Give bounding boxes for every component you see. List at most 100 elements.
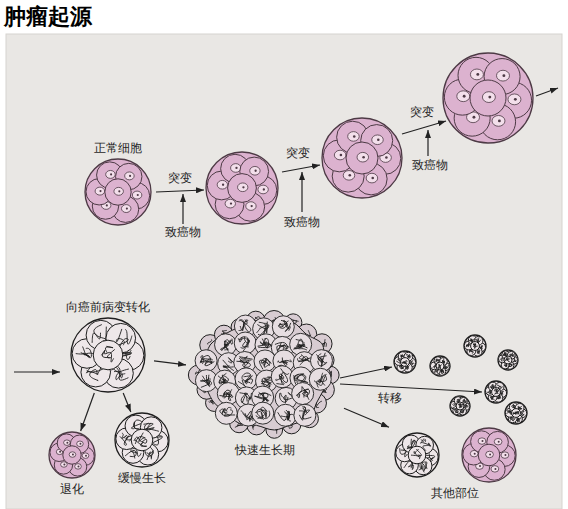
- nucleolus: [489, 453, 491, 455]
- cell-nucleus: [482, 92, 495, 103]
- cell-cluster: [71, 318, 145, 392]
- cell-cluster: [394, 351, 416, 373]
- nucleolus: [385, 156, 388, 159]
- chromatin-scribble: [134, 437, 147, 443]
- arrow: [340, 367, 392, 378]
- title: 肿瘤起源: [4, 3, 92, 31]
- chromatin-scribble: [259, 360, 268, 369]
- chromatin-scribble: [287, 411, 291, 421]
- nucleolus: [498, 441, 500, 443]
- nucleolus: [118, 190, 120, 192]
- arrow: [536, 88, 558, 96]
- cells: [395, 428, 516, 482]
- nucleolus: [353, 135, 356, 138]
- regression-node: 退化: [44, 431, 100, 497]
- tumor-cell: [234, 332, 256, 354]
- cell-nucleus: [486, 451, 494, 457]
- chromatin-scribble: [258, 407, 268, 418]
- chromatin-scribble: [144, 423, 154, 430]
- chromatin-scribble: [495, 390, 499, 394]
- arrow: [340, 384, 482, 392]
- nucleolus: [263, 188, 265, 190]
- nucleolus: [362, 156, 365, 159]
- cell-cluster: [395, 433, 439, 477]
- nucleolus: [482, 440, 484, 442]
- nucleolus: [498, 119, 501, 122]
- cell: [228, 174, 257, 203]
- tumor-cell: [274, 404, 296, 426]
- cell-nucleus: [343, 171, 355, 181]
- chromatin-scribble: [506, 411, 511, 415]
- chromatin-scribble: [101, 350, 113, 362]
- cell-nucleus: [82, 453, 89, 459]
- chromatin-scribble: [257, 322, 268, 334]
- nucleolus: [340, 154, 343, 157]
- chromatin-scribble: [508, 358, 510, 362]
- carcinogen-label: 致癌物: [165, 225, 201, 239]
- chromatin-scribble: [469, 340, 473, 342]
- connector-arrow: [344, 408, 389, 427]
- nucleolus: [63, 463, 65, 465]
- carcinogen-label: 致癌物: [284, 215, 320, 229]
- cell-nucleus: [250, 166, 260, 175]
- chromatin-scribble: [278, 320, 287, 328]
- node-label: 快速生长期: [186, 442, 344, 458]
- panel-ground: [6, 34, 562, 509]
- cell-nucleus: [64, 440, 71, 446]
- cell-nucleus: [69, 452, 76, 458]
- cell-nucleus: [258, 185, 268, 194]
- nucleolus: [254, 170, 256, 172]
- nucleolus: [85, 455, 87, 457]
- cell: [401, 358, 410, 367]
- cells: [188, 311, 339, 439]
- chromatin-scribble: [258, 338, 270, 348]
- chromatin-scribble: [407, 356, 411, 357]
- cell-cluster: [49, 432, 95, 478]
- cell-nucleus: [121, 205, 131, 213]
- chromatin-scribble: [512, 417, 515, 420]
- cell-cluster: [462, 428, 516, 482]
- nucleolus: [222, 184, 224, 186]
- cell-cluster: [322, 118, 402, 198]
- cell-nucleus: [334, 150, 346, 160]
- nucleolus: [504, 454, 506, 456]
- mutation-label: 突变: [168, 171, 192, 185]
- cell-nucleus: [494, 438, 502, 444]
- arrow: [182, 194, 183, 224]
- chromatin-scribble: [224, 339, 232, 349]
- precancer-node: 向癌前病变转化: [62, 299, 154, 393]
- chromatin-scribble: [298, 357, 309, 362]
- mutation-label: 突变: [286, 146, 310, 160]
- nucleolus: [242, 186, 244, 188]
- arrow: [301, 172, 302, 212]
- chromatin-scribble: [238, 337, 245, 342]
- tumor-cell: [195, 350, 217, 372]
- connector-arrow: [154, 361, 186, 365]
- nucleolus: [79, 443, 81, 445]
- chromatin-scribble: [92, 333, 100, 343]
- carcinogen-label: 致癌物: [412, 158, 448, 172]
- chromatin-scribble: [317, 376, 323, 388]
- chromatin-scribble: [513, 360, 516, 362]
- chromatin-scribble: [454, 410, 458, 413]
- metastasis-label: 转移: [378, 391, 402, 405]
- cell-cluster: [498, 350, 518, 370]
- cell: [478, 444, 500, 466]
- chromatin-scribble: [294, 339, 305, 348]
- tumor-cell: [215, 334, 237, 356]
- nucleolus: [474, 453, 476, 455]
- cell-nucleus: [238, 183, 248, 192]
- chromatin-scribble: [439, 364, 441, 369]
- nucleolus: [463, 95, 466, 98]
- cell-cluster: [450, 396, 470, 416]
- chromatin-scribble: [453, 406, 455, 408]
- arrow: [156, 190, 204, 192]
- node-label: 缓慢生长: [110, 470, 174, 486]
- chromatin-scribble: [497, 385, 502, 387]
- chromatin-scribble: [243, 320, 248, 331]
- cell: [346, 142, 378, 174]
- cell-nucleus: [357, 152, 369, 162]
- nucleolus: [349, 174, 352, 177]
- chromatin-scribble: [491, 397, 494, 400]
